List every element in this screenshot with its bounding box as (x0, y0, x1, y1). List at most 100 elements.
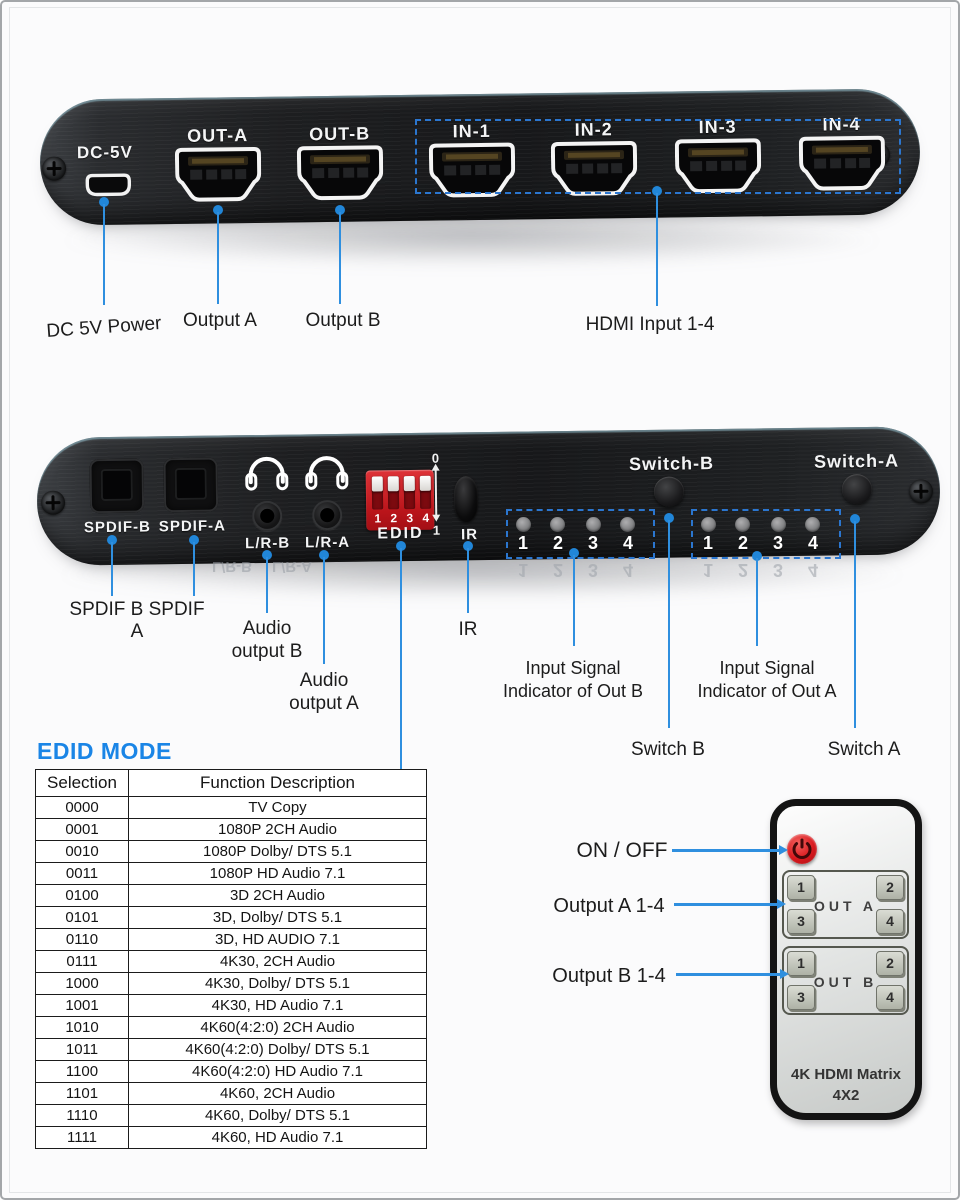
leader-line (217, 212, 219, 304)
hdmi-port-icon (550, 141, 638, 196)
power-button (787, 834, 817, 864)
reflection-text: 1 (702, 560, 713, 580)
remote-control: 1 2 3 4 OUT A 1 2 3 4 OUT B 4K HDMI Matr… (770, 799, 922, 1120)
cell-selection: 1000 (35, 972, 129, 995)
front-panel-reflection (52, 558, 912, 598)
out-b-indicator-box (506, 509, 655, 559)
indicator-number: 2 (737, 533, 748, 553)
cell-selection: 1010 (35, 1016, 129, 1039)
out-b-button-2: 2 (876, 951, 904, 976)
audio-jack-a (312, 499, 343, 531)
indicator-number: 4 (622, 533, 633, 553)
switch-b-label: Switch-B (628, 453, 715, 475)
leader-dot (335, 205, 345, 215)
hdmi-port-icon (428, 142, 516, 198)
output-b-annotation: Output B (305, 310, 381, 331)
led-indicator (516, 517, 531, 532)
output-b-1-4-annotation: Output B 1-4 (552, 965, 666, 987)
leader-dot (213, 205, 223, 215)
remote-branding-line1: 4K HDMI Matrix (790, 1066, 902, 1083)
led-indicator (701, 517, 716, 532)
reflection-text: 2 (552, 560, 563, 580)
headphones-icon (245, 456, 289, 491)
ir-receiver (453, 476, 479, 523)
leader-line (672, 849, 782, 852)
cell-selection: 1110 (35, 1104, 129, 1127)
dip-slot (371, 476, 384, 510)
hdmi-inputs-highlight-box (415, 119, 901, 194)
remote-branding-line2: 4X2 (832, 1087, 860, 1104)
spdif-b-port (89, 458, 145, 514)
dip-one-label: 1 (432, 522, 441, 538)
out-b-group-label: OUT B (813, 974, 878, 990)
reflection-text: 4 (807, 560, 818, 580)
edid-mode-title: EDID MODE (37, 738, 172, 764)
leader-line (668, 520, 670, 728)
dc-5v-port-label: DC-5V (76, 142, 134, 163)
cell-selection: 0000 (35, 796, 129, 819)
hdmi-port-icon (674, 138, 762, 194)
dc-power-annotation: DC 5V Power (45, 313, 163, 342)
indicator-out-b-line1: Input Signal (525, 658, 621, 678)
cell-function: 4K30, 2CH Audio (128, 950, 427, 973)
cell-function: 3D 2CH Audio (128, 884, 427, 907)
out-b-button-4: 4 (876, 985, 904, 1010)
leader-dot (850, 514, 860, 524)
hdmi-port-icon (296, 145, 384, 201)
led-indicator (586, 517, 601, 532)
dip-arrow (434, 469, 438, 516)
indicator-out-a-line1: Input Signal (719, 658, 815, 678)
output-a-1-4-annotation: Output A 1-4 (553, 895, 665, 917)
audio-output-b-annotation: Audio output B (207, 617, 327, 663)
out-a-button-group: 1 2 3 4 OUT A (782, 870, 909, 939)
audio-output-a-line2: output A (289, 693, 359, 714)
led-indicator (771, 517, 786, 532)
cell-function: 3D, HD AUDIO 7.1 (128, 928, 427, 951)
leader-dot (652, 186, 662, 196)
indicator-out-a-annotation: Input Signal Indicator of Out A (676, 657, 858, 703)
cell-function: 3D, Dolby/ DTS 5.1 (128, 906, 427, 929)
micro-usb-port-icon (85, 173, 132, 197)
cell-selection: 0010 (35, 840, 129, 863)
rear-panel: DC-5V OUT-A OUT-B IN-1 IN-2 IN-3 (39, 88, 921, 226)
cell-function: TV Copy (128, 796, 427, 819)
indicator-out-a-line2: Indicator of Out A (697, 681, 837, 701)
leader-dot (262, 550, 272, 560)
dip-lever (403, 475, 415, 492)
cell-function: 4K60, 2CH Audio (128, 1082, 427, 1105)
switch-a-button (841, 473, 873, 505)
dip-number: 1 (374, 511, 382, 526)
indicator-number: 1 (702, 533, 713, 553)
leader-line (756, 558, 758, 646)
leader-dot (189, 535, 199, 545)
leader-line (193, 542, 195, 596)
header-selection: Selection (35, 769, 129, 797)
out-a-button-4: 4 (876, 909, 904, 934)
rear-panel-reflection (57, 222, 887, 266)
indicator-number: 1 (517, 533, 528, 553)
leader-line (573, 555, 575, 646)
leader-line (103, 204, 105, 305)
remote-branding: 4K HDMI Matrix 4X2 (777, 1064, 915, 1106)
spdif-annotation: SPDIF B SPDIF A (69, 599, 205, 642)
dip-lever (387, 476, 399, 492)
leader-line (467, 548, 469, 613)
dip-slot (387, 476, 400, 510)
audio-output-a-line1: Audio (299, 670, 349, 691)
front-panel: SPDIF-B SPDIF-A L/R-B L/R-A 1 2 3 4 EDID (36, 426, 941, 566)
out-a-button-2: 2 (876, 875, 904, 900)
cell-function: 1080P 2CH Audio (128, 818, 427, 841)
indicator-out-b-annotation: Input Signal Indicator of Out B (482, 657, 664, 703)
on-off-annotation: ON / OFF (576, 839, 668, 862)
screw-icon (40, 490, 66, 515)
indicator-number: 3 (772, 533, 783, 553)
headphones-icon (305, 456, 349, 490)
arrow-right-icon (779, 845, 788, 855)
